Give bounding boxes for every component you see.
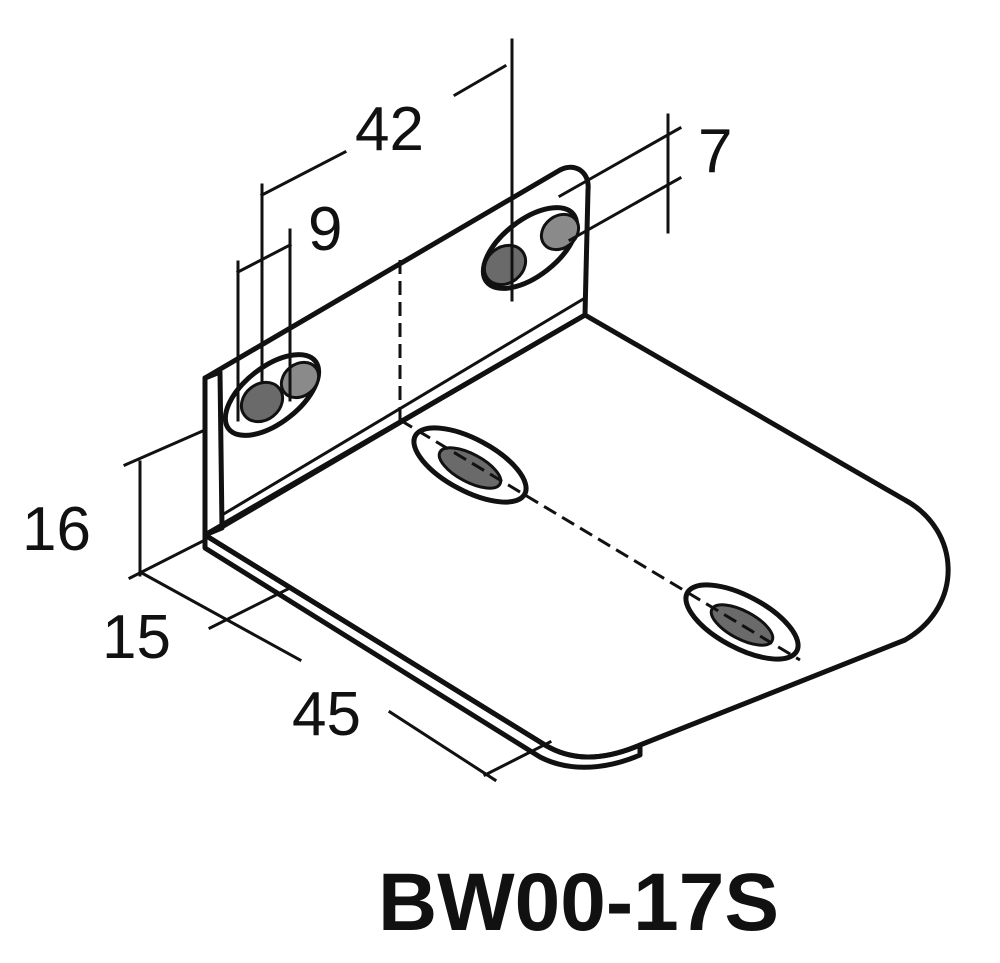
dim-15-label: 15 xyxy=(102,603,171,672)
centerline-base xyxy=(399,418,801,662)
bend-line xyxy=(220,296,587,517)
dim-7-lines xyxy=(557,113,683,243)
dim-42-label: 42 xyxy=(355,95,424,164)
base-slot-near xyxy=(411,425,529,505)
flange-slot-right xyxy=(480,205,581,291)
base-slot-far xyxy=(683,582,801,662)
model-number: BW00-17S xyxy=(378,857,779,948)
vertical-flange xyxy=(202,164,591,538)
dim-15-lines xyxy=(137,538,303,663)
flange-thickness xyxy=(202,369,225,538)
dim-42-lines xyxy=(259,38,514,382)
dim-9-lines xyxy=(235,228,293,422)
flange-slot-left xyxy=(222,352,322,438)
base-plate-thickness xyxy=(202,532,643,770)
dim-16-lines xyxy=(123,428,208,581)
dim-9-label: 9 xyxy=(308,195,342,264)
dim-7-label: 7 xyxy=(698,117,732,186)
dim-45-lines xyxy=(387,709,553,783)
dim-16-label: 16 xyxy=(22,495,91,564)
dim-45-label: 45 xyxy=(292,680,361,749)
